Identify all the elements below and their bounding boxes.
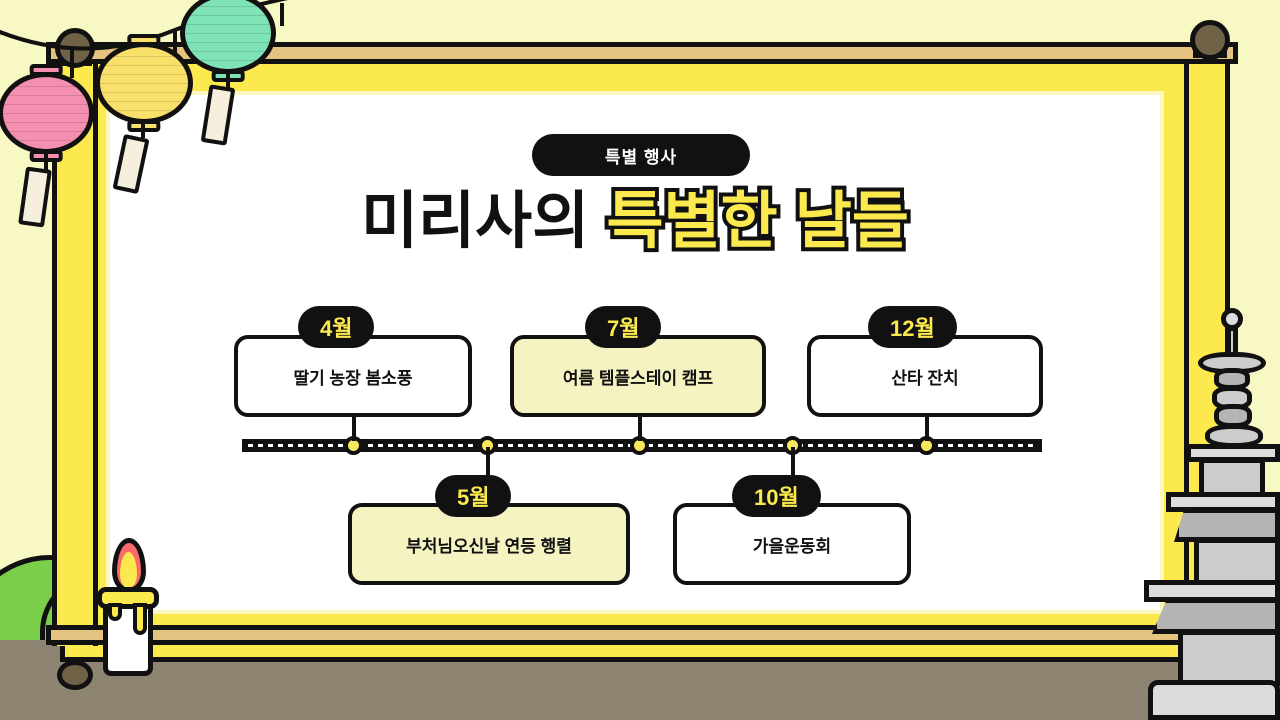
- infographic-content: 특별 행사 미리사의 특별한 날들 딸기 농장 봄소풍 4월 여름 템플스테이 …: [110, 95, 1160, 610]
- page-title-highlight: 특별한 날들: [602, 187, 912, 257]
- timeline-month-badge-4-label: 10월: [754, 485, 799, 510]
- pagoda-plinth: [1148, 680, 1280, 720]
- pagoda-roof-1-eave: [1152, 598, 1280, 634]
- pink-lantern-cord: [44, 152, 48, 170]
- post-foot-left: [57, 660, 93, 690]
- timeline-card-1-text: 딸기 농장 봄소풍: [293, 368, 413, 388]
- mint-lantern-body: [180, 0, 276, 74]
- page-title-plain: 미리사의: [361, 187, 590, 256]
- pagoda-base-body: [1178, 630, 1280, 686]
- timeline-month-badge-2-label: 5월: [457, 485, 490, 510]
- timeline-month-badge-3-label: 7월: [607, 316, 640, 341]
- section-badge: 특별 행사: [532, 134, 750, 176]
- pagoda-roof-2-eave: [1174, 508, 1280, 542]
- timeline-card-3[interactable]: 여름 템플스테이 캠프: [510, 335, 766, 417]
- mint-lantern: [180, 0, 276, 82]
- timeline-month-badge-1-label: 4월: [320, 316, 353, 341]
- candle-drip-right: [133, 603, 147, 635]
- lantern-string: [0, 0, 288, 78]
- pagoda-body-2: [1194, 538, 1280, 586]
- timeline-month-badge-4[interactable]: 10월: [732, 475, 821, 517]
- timeline-month-badge-5[interactable]: 12월: [868, 306, 957, 348]
- timeline-month-badge-5-label: 12월: [890, 316, 935, 341]
- timeline-month-badge-2[interactable]: 5월: [435, 475, 512, 517]
- section-badge-label: 특별 행사: [604, 147, 678, 167]
- candle-drip-left: [108, 603, 122, 621]
- timeline-month-badge-3[interactable]: 7월: [585, 306, 662, 348]
- timeline-card-4[interactable]: 가을운동회: [673, 503, 911, 585]
- pink-lantern-body: [0, 72, 94, 154]
- candle-flame-inner: [120, 552, 137, 588]
- timeline-month-badge-1[interactable]: 4월: [298, 306, 375, 348]
- post-finial-right: [1190, 20, 1230, 60]
- timeline-card-5-text: 산타 잔치: [891, 368, 959, 388]
- timeline-card-3-text: 여름 템플스테이 캠프: [562, 368, 714, 388]
- page-title: 미리사의 특별한 날들: [110, 187, 1160, 257]
- timeline-card-2-text: 부처님오신날 연등 행렬: [406, 536, 572, 556]
- frame-beam-top: [46, 42, 1238, 64]
- mint-lantern-cord: [226, 72, 230, 88]
- yellow-lantern: [95, 34, 193, 132]
- yellow-lantern-cord: [141, 122, 145, 138]
- timeline-stem-2: [486, 447, 490, 499]
- timeline-stem-4: [791, 447, 795, 499]
- pink-lantern: [0, 64, 94, 162]
- timeline-card-4-text: 가을운동회: [752, 536, 832, 556]
- frame-beam-bottom: [46, 625, 1238, 645]
